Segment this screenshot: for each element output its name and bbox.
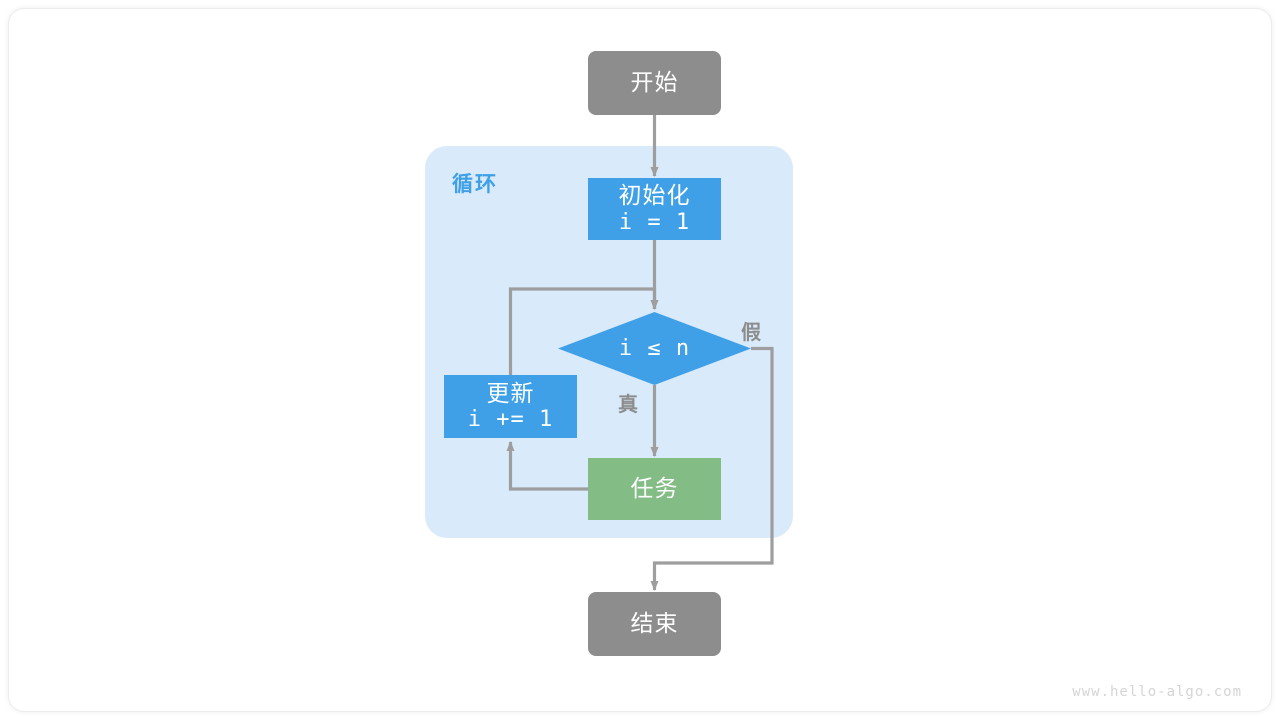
- loop-container-label: 循环: [452, 173, 498, 196]
- edge-label-true: 真: [618, 394, 638, 416]
- node-update-label-line2: i += 1: [467, 407, 554, 433]
- node-end-label: 结束: [630, 610, 679, 637]
- edge-task-to-update: [506, 441, 588, 491]
- node-start-label: 开始: [630, 69, 679, 96]
- node-update-label-line1: 更新: [486, 379, 535, 406]
- node-task[interactable]: 任务: [588, 458, 721, 520]
- edge-decision-false-to-end: [650, 346, 774, 591]
- node-update[interactable]: 更新 i += 1: [444, 375, 577, 438]
- node-init-label-line2: i = 1: [618, 209, 691, 235]
- node-task-label: 任务: [630, 475, 679, 502]
- node-init[interactable]: 初始化 i = 1: [588, 178, 721, 240]
- node-start[interactable]: 开始: [588, 51, 721, 115]
- node-decision-label: i ≤ n: [618, 335, 691, 361]
- node-init-label-line1: 初始化: [618, 182, 691, 209]
- watermark: www.hello-algo.com: [1072, 684, 1242, 700]
- edge-update-to-decision: [508, 287, 659, 375]
- node-end[interactable]: 结束: [588, 592, 721, 656]
- node-decision[interactable]: i ≤ n: [558, 312, 751, 385]
- edge-label-false: 假: [741, 322, 761, 344]
